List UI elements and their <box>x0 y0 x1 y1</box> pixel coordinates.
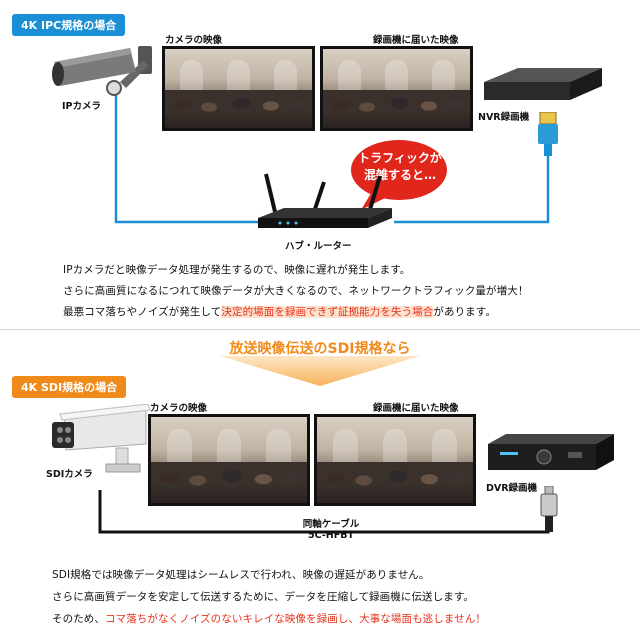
down-arrow-icon <box>220 356 420 386</box>
ipc-recorded-video-frame <box>320 46 473 131</box>
router-icon <box>258 173 392 228</box>
bnc-connector-icon <box>540 486 558 532</box>
ipc-desc-line3-pre: 最悪コマ落ちやノイズが発生して <box>63 306 222 318</box>
sdi-recorded-video-frame <box>314 414 476 506</box>
sdi-camera-label: SDIカメラ <box>46 469 93 480</box>
sdi-desc-highlight: コマ落ちがなくノイズのないキレイな映像を録画し、大事な場面も逃しません！ <box>105 613 486 625</box>
ipc-network-cable <box>114 88 550 224</box>
traffic-alert-bubble: トラフィックが 混雑すると… <box>350 150 450 184</box>
coax-cable-label-line1: 同軸ケーブル <box>302 519 360 530</box>
ip-camera-label: IPカメラ <box>62 101 101 112</box>
ipc-camera-frame-caption: カメラの映像 <box>165 35 223 46</box>
ipc-camera-video-frame <box>162 46 315 131</box>
sdi-section-badge: 4K SDI規格の場合 <box>12 376 127 398</box>
dvr-recorder-label: DVR録画機 <box>486 483 538 494</box>
sdi-camera-frame-caption: カメラの映像 <box>150 403 208 414</box>
ipc-desc-line3-post: があります。 <box>433 306 496 318</box>
traffic-alert-line1: トラフィックが <box>358 151 442 165</box>
traffic-alert-line2: 混雑すると… <box>363 168 436 182</box>
ipc-desc-line1: IPカメラだと映像データ処理が発生するので、映像に遅れが発生します。 <box>63 264 411 276</box>
ipc-desc-highlight: 決定的場面を録画できず証拠能力を失う場合 <box>221 306 434 318</box>
nvr-recorder-label: NVR録画機 <box>478 112 530 123</box>
coax-cable-label: 同軸ケーブル 5C-HFBT <box>286 516 376 541</box>
coax-cable-label-line2: 5C-HFBT <box>308 530 354 541</box>
ipc-recorded-frame-caption: 録画機に届いた映像 <box>373 35 459 46</box>
ipc-desc-line3: 最悪コマ落ちやノイズが発生して決定的場面を録画できず証拠能力を失う場合があります… <box>63 304 496 319</box>
sdi-camera-video-frame <box>148 414 310 506</box>
sdi-desc-line3-pre: そのため、 <box>52 613 105 625</box>
router-label: ハブ・ルーター <box>285 241 352 252</box>
sdi-recorded-frame-caption: 録画機に届いた映像 <box>373 403 459 414</box>
ipc-section-badge: 4K IPC規格の場合 <box>12 14 126 36</box>
sdi-desc-line3: そのため、コマ落ちがなくノイズのないキレイな映像を録画し、大事な場面も逃しません… <box>52 611 486 626</box>
sdi-camera-icon <box>52 404 151 473</box>
nvr-recorder-icon <box>484 68 602 100</box>
lan-plug-icon <box>538 112 558 156</box>
section-divider <box>0 329 640 330</box>
sdi-desc-line2: さらに高画質データを安定して伝送するために、データを圧縮して録画機に伝送します。 <box>52 591 475 603</box>
ip-camera-icon <box>52 46 152 96</box>
ipc-desc-line2: さらに高画質になるにつれて映像データが大きくなるので、ネットワークトラフィック量… <box>63 285 529 297</box>
traffic-alert-bubble-shape <box>351 140 447 210</box>
sdi-desc-line1: SDI規格では映像データ処理はシームレスで行われ、映像の遅延がありません。 <box>52 569 430 581</box>
transition-banner: 放送映像伝送のSDI規格なら <box>229 341 411 357</box>
dvr-recorder-icon <box>488 434 614 470</box>
